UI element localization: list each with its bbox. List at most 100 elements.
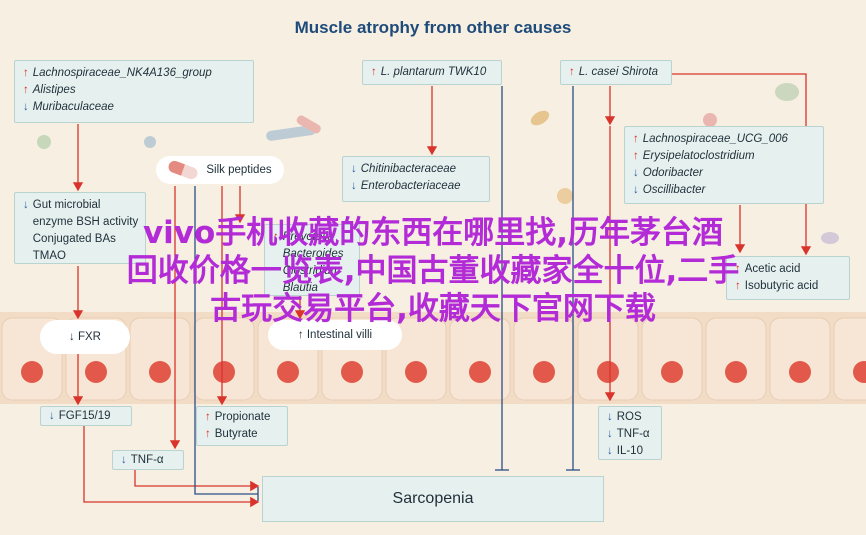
up-arrow-icon: ↑ — [633, 150, 639, 162]
up-arrow-icon: ↑ — [23, 84, 29, 96]
box-item: ↓TNF-α — [121, 452, 175, 469]
watermark-line-1: vivo手机收藏的东西在哪里找,历年茅台酒 — [142, 215, 724, 251]
box-item-text: Erysipelatoclostridium — [642, 150, 755, 162]
box-item: ↓ROS — [607, 409, 653, 426]
box-item-text: TMAO — [32, 250, 66, 262]
sarcopenia-box: Sarcopenia — [262, 476, 604, 522]
box-item-text: L. plantarum TWK10 — [380, 66, 487, 78]
cell-nucleus — [789, 361, 811, 383]
cell-nucleus — [21, 361, 43, 383]
box-item: ↑Conjugated BAs — [23, 231, 137, 248]
box-item-text: Alistipes — [32, 84, 76, 96]
fxr-pill: ↓ FXR — [40, 320, 130, 354]
box-item: ↑Isobutyric acid — [735, 278, 841, 295]
box-item-text: Blautia — [282, 282, 318, 294]
box-item-text: Lachnospiraceae_UCG_006 — [642, 133, 788, 145]
box-item-text: Conjugated BAs — [32, 233, 116, 245]
box-item-text: Bacteroides — [282, 248, 344, 260]
box-item: ↑L. casei Shirota — [569, 64, 663, 81]
down-arrow-icon: ↓ — [607, 445, 613, 457]
box-item: ↑Butyrate — [205, 426, 279, 443]
box-prevotella: ↑Prevotella↑Bacteroides↑Clostridium↑Blau… — [264, 224, 360, 296]
box-item: ↑TMAO — [23, 248, 137, 265]
box-item-text: Lachnospiraceae_NK4A136_group — [32, 67, 212, 79]
box-item-text: Gut microbial — [32, 199, 101, 211]
intestinal-cell — [193, 317, 255, 401]
box-fgf15-19: ↓FGF15/19 — [40, 406, 132, 426]
box-ros-tnf-il10: ↓ROS↓TNF-α↓IL-10 — [598, 406, 662, 460]
inhibition-lines — [194, 86, 580, 501]
box-l-casei: ↑L. casei Shirota — [560, 60, 672, 85]
down-arrow-icon: ↓ — [351, 180, 357, 192]
box-item: ↑Bacteroides — [273, 246, 351, 263]
box-item-text: FGF15/19 — [58, 410, 111, 422]
box-propionate-butyrate: ↑Propionate↑Butyrate — [196, 406, 288, 446]
box-item-text: Clostridium — [282, 265, 341, 277]
box-item-text: IL-10 — [616, 445, 643, 457]
cell-nucleus — [661, 361, 683, 383]
down-arrow-icon: ↓ — [607, 428, 613, 440]
intestinal-cell — [449, 317, 511, 401]
intestinal-cell — [769, 317, 831, 401]
box-item: ↑Blautia — [273, 280, 351, 297]
cell-nucleus — [533, 361, 555, 383]
cell-nucleus — [469, 361, 491, 383]
up-arrow-icon: ↑ — [205, 428, 211, 440]
box-item: ↑Prevotella — [273, 229, 351, 246]
box-item: ↑Clostridium — [273, 263, 351, 280]
box-item-text: TNF-α — [616, 428, 650, 440]
cell-nucleus — [85, 361, 107, 383]
sarcopenia-label: Sarcopenia — [392, 490, 474, 507]
box-item: ↑L. plantarum TWK10 — [371, 64, 493, 81]
up-arrow-icon: ↑ — [735, 280, 741, 292]
intestinal-cell — [833, 317, 866, 401]
box-item-text: TNF-α — [130, 454, 164, 466]
intestinal-villi-label: ↑ Intestinal villi — [297, 329, 373, 341]
box-item-text: Oscillibacter — [642, 184, 706, 196]
down-arrow-icon: ↓ — [49, 410, 55, 422]
up-arrow-icon: ↑ — [273, 231, 279, 243]
box-item: ↓Chitinibacteraceae — [351, 161, 481, 178]
box-item: ↑Propionate — [205, 409, 279, 426]
intestinal-cell — [513, 317, 575, 401]
intestinal-cell — [577, 317, 639, 401]
up-arrow-icon: ↑ — [735, 263, 741, 275]
box-item-text: Muribaculaceae — [32, 101, 114, 113]
box-item: ↑Erysipelatoclostridium — [633, 148, 815, 165]
silk-peptides-pill: Silk peptides — [156, 156, 284, 184]
cell-nucleus — [597, 361, 619, 383]
box-item-text: enzyme BSH activity — [32, 216, 139, 228]
box-item-text: L. casei Shirota — [578, 66, 659, 78]
box-chitinibacteraceae: ↓Chitinibacteraceae↓Enterobacteriaceae — [342, 156, 490, 202]
box-item-text: ROS — [616, 411, 642, 423]
box-lachnospiraceae-ucg: ↑Lachnospiraceae_UCG_006↑Erysipelatoclos… — [624, 126, 824, 204]
box-item: ↑Lachnospiraceae_NK4A136_group — [23, 65, 245, 82]
cell-nucleus — [405, 361, 427, 383]
intestinal-cell — [641, 317, 703, 401]
intestinal-cell — [129, 317, 191, 401]
box-item-text: Isobutyric acid — [744, 280, 819, 292]
box-item-text: Odoribacter — [642, 167, 703, 179]
box-item: ↑Alistipes — [23, 82, 245, 99]
box-item-text: Propionate — [214, 411, 271, 423]
box-item: ↓FGF15/19 — [49, 408, 123, 425]
down-arrow-icon: ↓ — [633, 184, 639, 196]
up-arrow-icon: ↑ — [23, 67, 29, 79]
down-arrow-icon: ↓ — [23, 101, 29, 113]
box-item: ↓Gut microbial — [23, 197, 137, 214]
diagram-title: Muscle atrophy from other causes — [294, 18, 572, 37]
intestinal-cell — [705, 317, 767, 401]
down-arrow-icon: ↓ — [607, 411, 613, 423]
box-item: ↓Odoribacter — [633, 165, 815, 182]
box-item-text: Chitinibacteraceae — [360, 163, 457, 175]
box-item: ↓Muribaculaceae — [23, 99, 245, 116]
down-arrow-icon: ↓ — [633, 167, 639, 179]
up-arrow-icon: ↑ — [633, 133, 639, 145]
up-arrow-icon: ↑ — [371, 66, 377, 78]
intestinal-villi-pill: ↑ Intestinal villi — [268, 320, 402, 350]
cell-nucleus — [725, 361, 747, 383]
cell-nucleus — [853, 361, 866, 383]
box-acids: ↑Acetic acid↑Isobutyric acid — [726, 256, 850, 300]
box-item: ↑enzyme BSH activity — [23, 214, 139, 231]
